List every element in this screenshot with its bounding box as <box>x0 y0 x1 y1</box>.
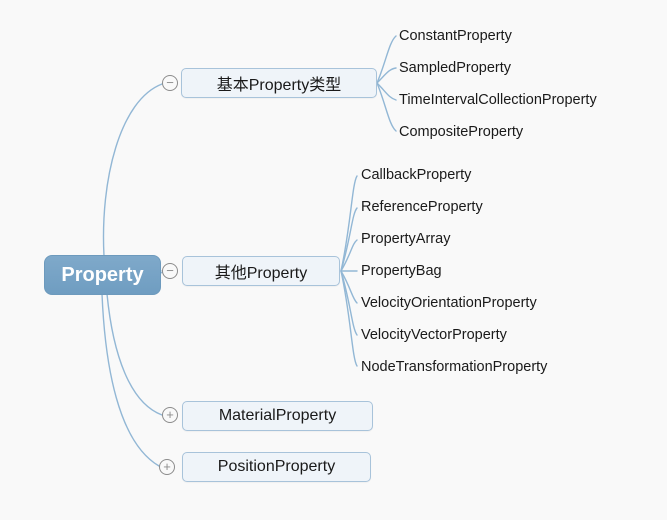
expand-icon-position-property[interactable]: + <box>159 459 175 475</box>
leaf-node-reference-property[interactable]: ReferenceProperty <box>361 199 483 215</box>
branch-node-material-property[interactable]: MaterialProperty <box>182 401 373 431</box>
plus-glyph: + <box>163 459 171 474</box>
root-node-property[interactable]: Property <box>44 255 161 295</box>
minus-glyph: − <box>166 263 174 278</box>
leaf-node-sampled-property[interactable]: SampledProperty <box>399 60 512 76</box>
branch-node-other-property[interactable]: 其他Property <box>182 256 340 286</box>
collapse-icon-basic-property[interactable]: − <box>162 75 178 91</box>
collapse-icon-other-property[interactable]: − <box>162 263 178 279</box>
leaf-node-property-bag[interactable]: PropertyBag <box>361 263 442 279</box>
leaf-node-constant-property[interactable]: ConstantProperty <box>399 28 512 44</box>
leaf-node-velocity-orientation-property[interactable]: VelocityOrientationProperty <box>361 295 537 311</box>
leaf-node-node-transformation-property[interactable]: NodeTransformationProperty <box>361 359 548 375</box>
branch-node-position-property[interactable]: PositionProperty <box>182 452 371 482</box>
minus-glyph: − <box>166 75 174 90</box>
plus-glyph: + <box>166 407 174 422</box>
expand-icon-material-property[interactable]: + <box>162 407 178 423</box>
leaf-node-velocity-vector-property[interactable]: VelocityVectorProperty <box>361 327 507 343</box>
leaf-node-time-interval-collection-property[interactable]: TimeIntervalCollectionProperty <box>399 92 597 108</box>
leaf-node-callback-property[interactable]: CallbackProperty <box>361 167 472 183</box>
leaf-node-composite-property[interactable]: CompositeProperty <box>399 124 524 140</box>
leaf-node-property-array[interactable]: PropertyArray <box>361 231 451 247</box>
branch-node-basic-property-types[interactable]: 基本Property类型 <box>181 68 377 98</box>
